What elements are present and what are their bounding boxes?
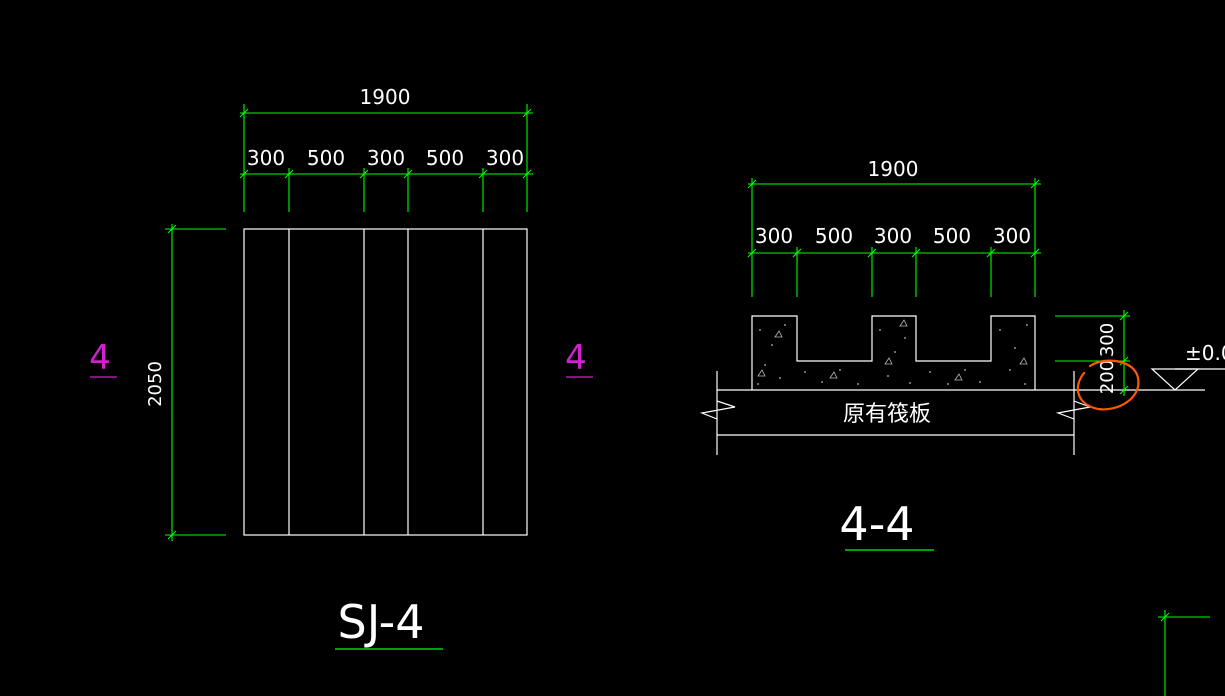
section-overall-dimension-text: 1900 bbox=[868, 157, 919, 181]
annotation-circle bbox=[1076, 359, 1140, 411]
section-title: 4-4 bbox=[839, 497, 914, 551]
plan-segment-text-1: 300 bbox=[247, 146, 285, 170]
raft-slab bbox=[699, 371, 1205, 455]
concrete-profile bbox=[751, 315, 1036, 390]
section-segment-text-2: 500 bbox=[815, 224, 853, 248]
section-segment-dimension bbox=[747, 247, 1041, 297]
section-overall-dimension bbox=[747, 178, 1041, 297]
plan-overall-dimension-text: 1900 bbox=[360, 85, 411, 109]
section-view: 1900 300 500 300 500 300 bbox=[699, 157, 1225, 551]
plan-overall-dimension bbox=[239, 104, 533, 212]
section-height-bottom-text: 200 bbox=[1097, 360, 1118, 394]
plan-segment-text-2: 500 bbox=[307, 146, 345, 170]
section-segment-text-4: 500 bbox=[933, 224, 971, 248]
section-segment-text-3: 300 bbox=[874, 224, 912, 248]
plan-segment-text-5: 300 bbox=[486, 146, 524, 170]
section-height-top-text: 300 bbox=[1097, 323, 1118, 357]
section-mark-right: 4 bbox=[565, 338, 587, 378]
plan-view: 1900 300 500 300 500 300 2050 bbox=[89, 85, 593, 650]
elevation-text: ±0.00 bbox=[1185, 341, 1225, 365]
plan-height-dimension bbox=[165, 224, 226, 541]
plan-segment-text-4: 500 bbox=[426, 146, 464, 170]
raft-slab-label: 原有筏板 bbox=[843, 402, 931, 427]
section-segment-text-1: 300 bbox=[755, 224, 793, 248]
plan-dividers bbox=[288, 229, 484, 535]
partial-dimension-bottom-right bbox=[1158, 610, 1210, 696]
section-height-dimension bbox=[1055, 310, 1130, 396]
plan-segment-text-3: 300 bbox=[367, 146, 405, 170]
plan-segment-dimension bbox=[239, 168, 533, 212]
concrete-hatch-triangles bbox=[757, 319, 1028, 381]
plan-outline bbox=[243, 228, 528, 536]
elevation-marker bbox=[1150, 368, 1225, 391]
section-mark-left: 4 bbox=[89, 338, 111, 378]
section-segment-text-5: 300 bbox=[993, 224, 1031, 248]
concrete-hatch bbox=[757, 324, 1028, 385]
plan-title: SJ-4 bbox=[338, 595, 425, 649]
plan-height-dimension-text: 2050 bbox=[145, 361, 166, 407]
